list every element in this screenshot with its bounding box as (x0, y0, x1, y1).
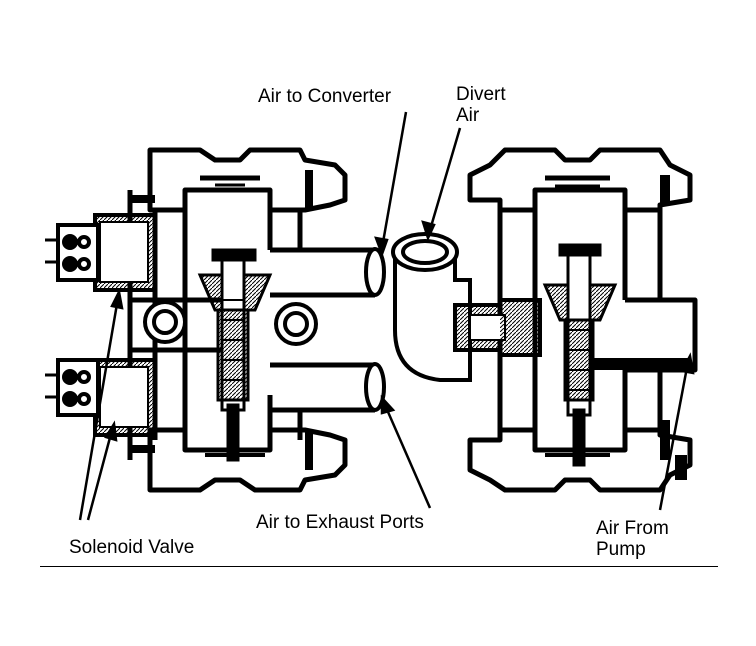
right-cavity-shading (590, 175, 690, 480)
label-divert-air-line1: Divert (456, 84, 506, 105)
bottom-divider (40, 566, 718, 567)
lower-solenoid-valve (45, 358, 157, 437)
exhaust-outlet-tube (364, 362, 386, 412)
leader-lines (78, 111, 695, 521)
converter-outlet-tube (364, 247, 386, 297)
right-valve-stem (542, 175, 618, 467)
label-air-to-exhaust-ports: Air to Exhaust Ports (256, 512, 424, 533)
left-cavity-shading (130, 170, 313, 470)
left-valve-stem (197, 175, 273, 462)
upper-solenoid-valve (45, 213, 157, 292)
divert-air-elbow (391, 232, 542, 382)
label-solenoid-valve: Solenoid Valve (69, 537, 195, 558)
label-divert-air-line2: Air (456, 105, 480, 126)
label-air-from-pump-line2: Pump (596, 539, 646, 560)
label-air-to-converter: Air to Converter (258, 86, 392, 107)
label-air-from-pump-line1: Air From (596, 518, 669, 539)
left-flange-bolts (143, 300, 318, 346)
